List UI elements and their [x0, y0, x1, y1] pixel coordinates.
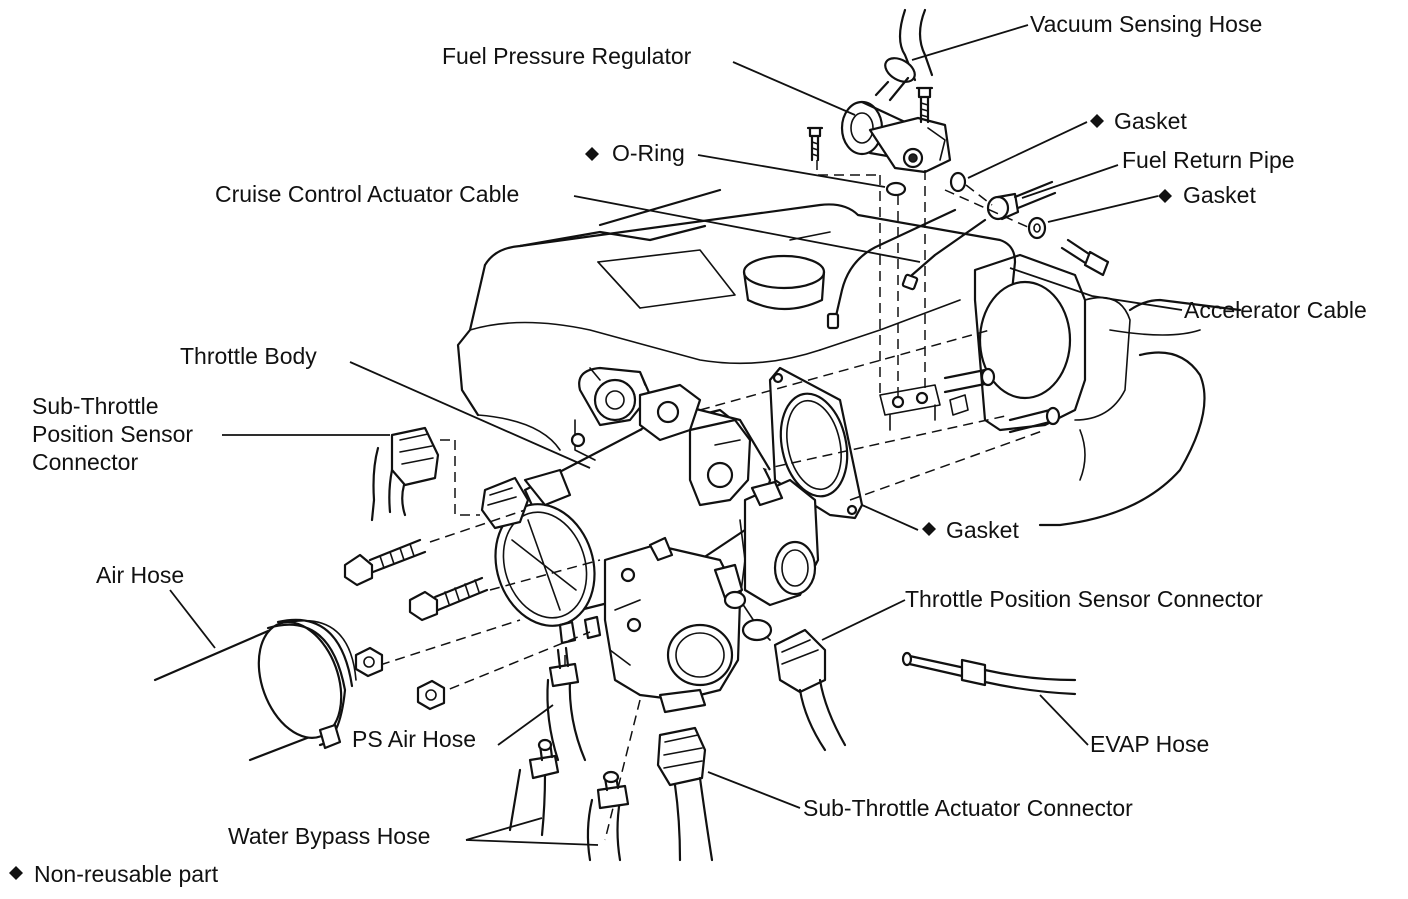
alignment-lines-throttle: [379, 439, 641, 841]
label-throttle-body: Throttle Body: [180, 343, 317, 369]
fuel-pressure-regulator: [840, 100, 952, 174]
label-gasket-flange: Gasket: [946, 517, 1019, 543]
legend-text: Non-reusable part: [34, 861, 219, 887]
throttle-position-sensor-connector: [773, 628, 847, 752]
bolt-upper: [343, 538, 427, 587]
sub-throttle-position-sensor-connector: [370, 426, 440, 522]
label-fuel-return-pipe: Fuel Return Pipe: [1122, 147, 1295, 173]
label-sub-tps-line2: Position Sensor: [32, 421, 193, 447]
label-ps-air-hose: PS Air Hose: [352, 726, 476, 752]
label-gasket-top: Gasket: [1114, 108, 1187, 134]
label-throttle-position-sensor-connector: Throttle Position Sensor Connector: [905, 586, 1263, 612]
label-o-ring: O-Ring: [612, 140, 685, 166]
diamond-gasket-right: [1158, 189, 1172, 203]
intake-plenum: [456, 188, 1242, 527]
nut-lower: [416, 679, 446, 711]
ps-air-hose: [546, 646, 587, 762]
label-air-hose: Air Hose: [96, 562, 184, 588]
throttle-body: [480, 366, 820, 714]
alignment-lines-flange: [699, 329, 1046, 501]
evap-hose: [901, 651, 1077, 696]
throttle-body-gasket: [768, 366, 864, 520]
alignment-lines-top: [816, 160, 1031, 400]
water-bypass-hose-right: [586, 770, 630, 862]
union-bolt: [1060, 238, 1110, 277]
label-gasket-right: Gasket: [1183, 182, 1256, 208]
label-sub-tps-line3: Connector: [32, 449, 138, 475]
water-bypass-hose-left: [508, 738, 560, 837]
label-vacuum-sensing-hose: Vacuum Sensing Hose: [1030, 11, 1262, 37]
regulator-bolt-right: [915, 86, 934, 124]
accelerator-cable-part: [901, 218, 987, 291]
label-sub-throttle-actuator-connector: Sub-Throttle Actuator Connector: [803, 795, 1133, 821]
non-reusable-markers: [9, 114, 1172, 880]
fuel-return-pipe: [986, 180, 1057, 221]
nut-upper: [354, 646, 384, 678]
label-accelerator-cable: Accelerator Cable: [1184, 297, 1367, 323]
bolt-lower: [408, 576, 489, 622]
regulator-bolt-left: [806, 126, 824, 162]
diamond-gasket-top: [1090, 114, 1104, 128]
o-ring: [885, 181, 907, 197]
label-cruise-control-actuator-cable: Cruise Control Actuator Cable: [215, 181, 519, 207]
label-sub-tps-line1: Sub-Throttle: [32, 393, 159, 419]
sub-throttle-actuator-connector: [656, 726, 714, 862]
diamond-gasket-flange: [922, 522, 936, 536]
gasket-small: [949, 171, 967, 193]
label-water-bypass-hose: Water Bypass Hose: [228, 823, 430, 849]
label-evap-hose: EVAP Hose: [1090, 731, 1209, 757]
labels: Vacuum Sensing Hose Fuel Pressure Regula…: [32, 11, 1367, 887]
vacuum-sensing-hose: [874, 8, 934, 102]
leader-lines: [169, 24, 1183, 846]
gasket-union: [1027, 216, 1047, 240]
diamond-o-ring: [585, 147, 599, 161]
diamond-legend: [9, 866, 23, 880]
air-hose: [153, 618, 357, 762]
label-fuel-pressure-regulator: Fuel Pressure Regulator: [442, 43, 692, 69]
